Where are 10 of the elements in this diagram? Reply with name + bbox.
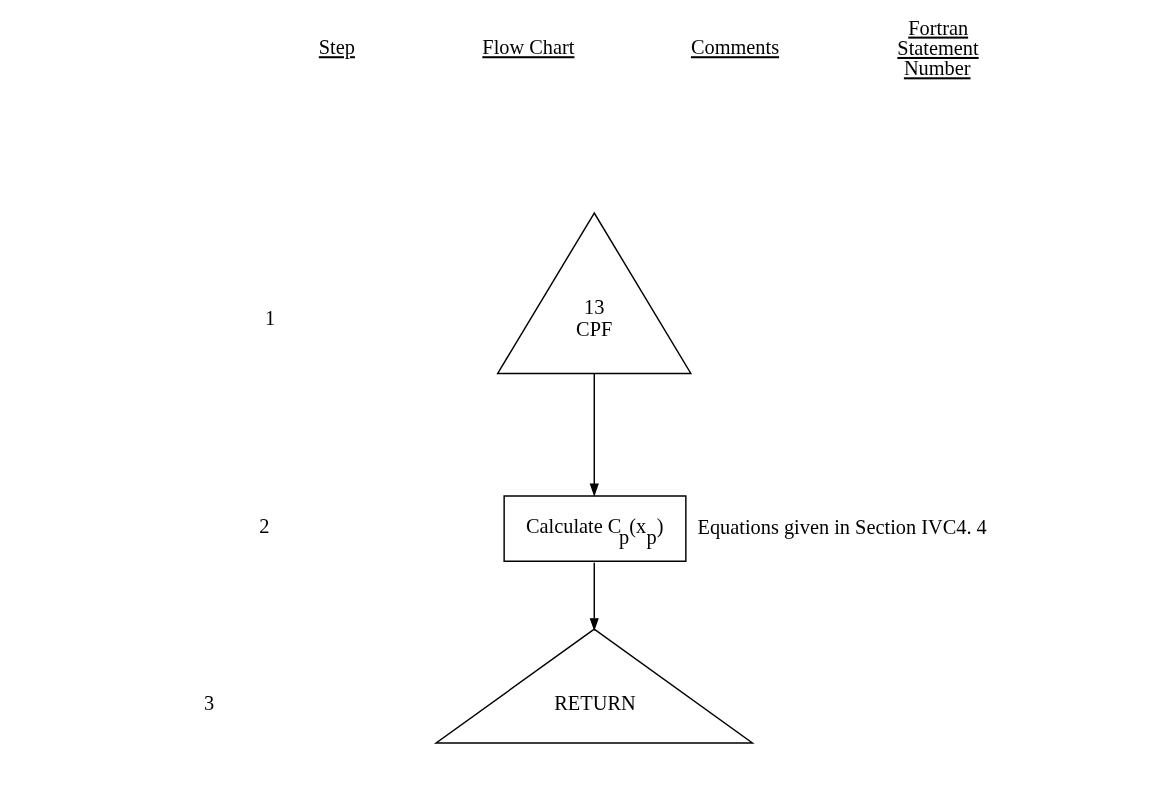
node-label: Equations given in Section IVC4. 4 xyxy=(696,516,987,539)
label: Step xyxy=(318,36,355,59)
label: Flow Chart xyxy=(481,36,574,59)
arrow xyxy=(589,562,599,632)
label: 2 xyxy=(258,515,269,538)
label: 1 xyxy=(264,307,275,330)
label: 3 xyxy=(203,692,214,715)
label: Fortran Statement Number xyxy=(896,16,979,80)
arrow xyxy=(589,372,599,497)
label: Comments xyxy=(690,36,779,59)
